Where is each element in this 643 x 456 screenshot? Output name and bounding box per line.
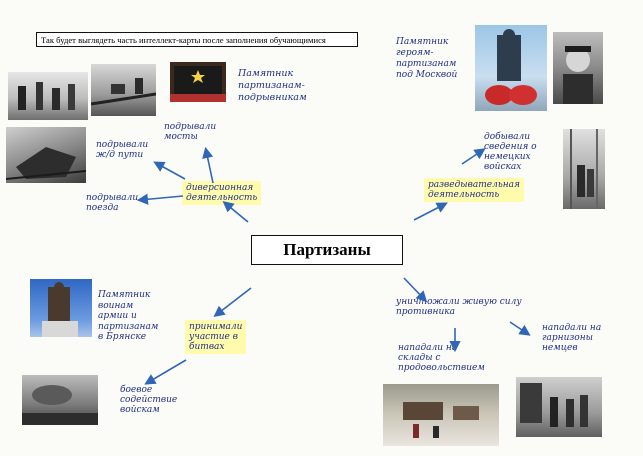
arrow-to-trains	[136, 193, 184, 205]
note-blew-bridges: подрывали мосты	[164, 122, 217, 142]
forest-partisans-photo	[563, 129, 605, 209]
train-wreck-photo	[6, 127, 86, 183]
bryansk-shape	[42, 282, 78, 337]
winter-painting-photo	[383, 384, 499, 446]
battle-smoke	[22, 385, 98, 425]
arrow-to-railways	[153, 161, 186, 180]
note-reconnaissance: разведывательная деятельность	[424, 178, 524, 202]
arrow-center-to-destroy	[403, 277, 428, 303]
arrow-center-to-battles	[213, 287, 252, 317]
note-destroyed-manpower: уничтожали живую силу противника	[396, 297, 522, 317]
monument-shape	[170, 66, 226, 102]
arrow-to-cooperation	[144, 359, 187, 385]
note-attacked-garrisons: нападали на гарнизоны немцев	[542, 323, 602, 353]
center-title: Партизаны	[251, 235, 403, 265]
battle-photo	[22, 375, 98, 425]
arrow-to-intel	[461, 148, 486, 165]
winter-figures	[403, 402, 479, 438]
rail-sabotage-photo	[91, 64, 156, 116]
monument-partisans-photo	[170, 62, 226, 102]
note-blew-trains: подрывали поезда	[86, 193, 139, 213]
arrow-center-to-diversion	[222, 200, 249, 223]
bryansk-monument-photo	[30, 279, 92, 337]
forest-figures	[570, 129, 598, 209]
moscow-monument-photo	[475, 25, 547, 111]
soldiers-figures	[18, 82, 75, 110]
note-cooperation: боевое содействие войскам	[120, 385, 178, 415]
wreck-lines	[6, 147, 86, 180]
rail-figures	[91, 78, 156, 106]
note-blew-railways: подрывали ж/д пути	[96, 140, 149, 160]
arrow-center-to-recon	[413, 202, 448, 221]
portrait-shape	[563, 46, 593, 104]
arrow-to-garrisons	[509, 321, 531, 336]
village-figures	[520, 383, 588, 427]
note-battles: принимали участие в битвах	[185, 320, 247, 354]
partisan-portrait-photo	[553, 32, 603, 104]
note-diversion-activity: диверсионная деятельность	[182, 181, 262, 205]
caption-box: Так будет выглядеть часть интеллект-карт…	[36, 32, 358, 47]
village-photo	[516, 377, 602, 437]
note-intel-data: добывали сведения о немецких войсках	[484, 132, 537, 172]
moscow-monument-shape	[485, 29, 537, 105]
soldiers-photo	[8, 72, 88, 120]
note-monument-moscow: Памятник героям- партизанам под Москвой	[396, 37, 458, 80]
arrow-to-bridges	[202, 146, 214, 184]
note-monument-bryansk: Памятник воинам армии и партизанам в Бря…	[98, 290, 159, 342]
note-monument-partisans-heroes: Памятник партизанам- подрывникам	[238, 68, 307, 103]
